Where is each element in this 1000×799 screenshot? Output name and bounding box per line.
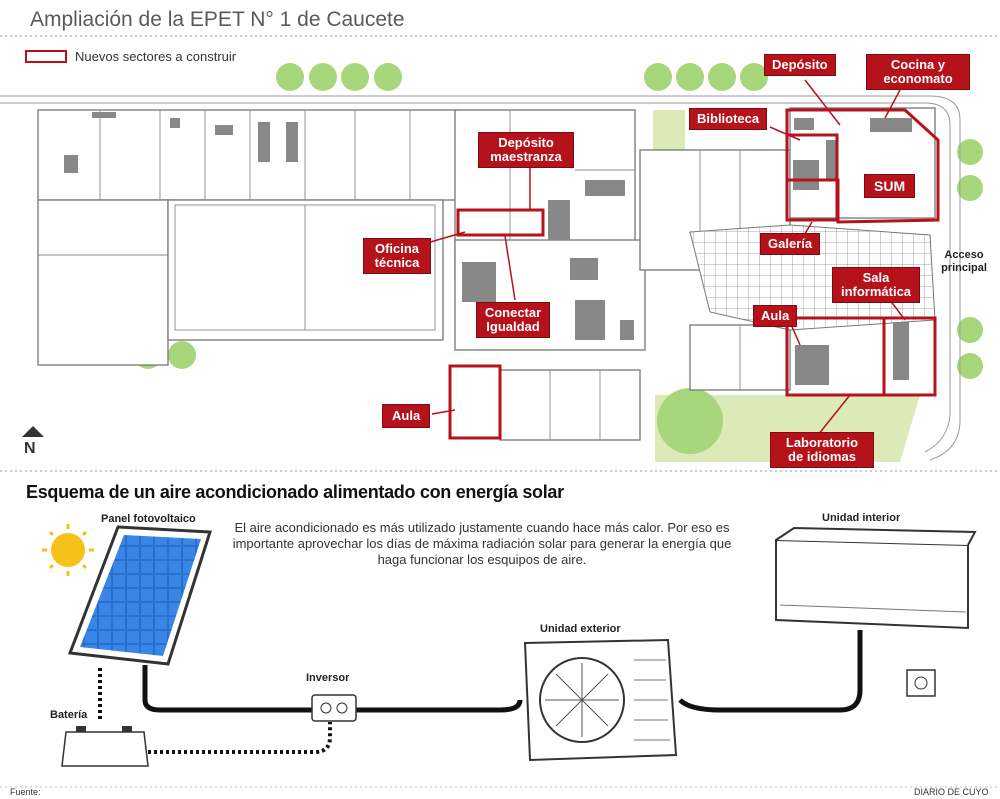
label-oficina-tecnica: Oficina técnica — [363, 238, 431, 274]
solar-panel-icon — [67, 525, 213, 666]
legend-label: Nuevos sectores a construir — [75, 49, 237, 64]
solar-description: El aire acondicionado es más utilizado j… — [232, 520, 732, 567]
label-laboratorio: Laboratorio de idiomas — [770, 432, 874, 468]
outlet-icon — [906, 669, 936, 697]
interior-walls — [38, 110, 741, 440]
label-galeria: Galería — [760, 233, 821, 255]
big-tree — [657, 388, 723, 454]
fixtures — [64, 112, 912, 385]
label-battery: Batería — [50, 709, 88, 721]
sun-icon — [42, 524, 94, 576]
street-lines — [0, 95, 961, 461]
inverter-icon — [311, 694, 357, 722]
label-sum: SUM — [864, 174, 916, 198]
wiring — [98, 630, 863, 754]
north-arrow-icon — [22, 426, 44, 437]
label-aula-west: Aula — [382, 404, 431, 428]
label-panel: Panel fotovoltaico — [101, 513, 196, 525]
battery-icon — [61, 726, 149, 767]
label-outdoor-unit: Unidad exterior — [540, 623, 621, 635]
new-sector-outlines — [448, 108, 940, 440]
legend: Nuevos sectores a construir — [25, 49, 236, 64]
leader-lines — [419, 79, 906, 436]
label-deposito: Depósito — [764, 54, 836, 76]
footer-source: Fuente: — [10, 787, 41, 797]
building-walls — [37, 107, 936, 441]
label-indoor-unit: Unidad interior — [822, 512, 901, 524]
footer-credit: DIARIO DE CUYO — [914, 787, 989, 797]
legend-swatch — [25, 50, 67, 63]
outdoor-unit-icon — [523, 638, 678, 762]
label-aula-east: Aula — [753, 305, 798, 327]
label-cocina: Cocina y economato — [866, 54, 970, 90]
label-acceso-principal: Acceso principal — [941, 249, 987, 274]
label-biblioteca: Biblioteca — [689, 108, 768, 130]
label-sala-informatica: Sala informática — [832, 267, 920, 303]
north-letter: N — [24, 440, 36, 457]
indoor-unit-icon — [775, 526, 977, 630]
label-conectar-igualdad: Conectar Igualdad — [476, 302, 550, 338]
label-inverter: Inversor — [306, 672, 350, 684]
label-deposito-maestranza: Depósito maestranza — [478, 132, 574, 168]
page-title: Ampliación de la EPET N° 1 de Caucete — [30, 8, 405, 31]
section-title: Esquema de un aire acondicionado aliment… — [26, 482, 564, 502]
